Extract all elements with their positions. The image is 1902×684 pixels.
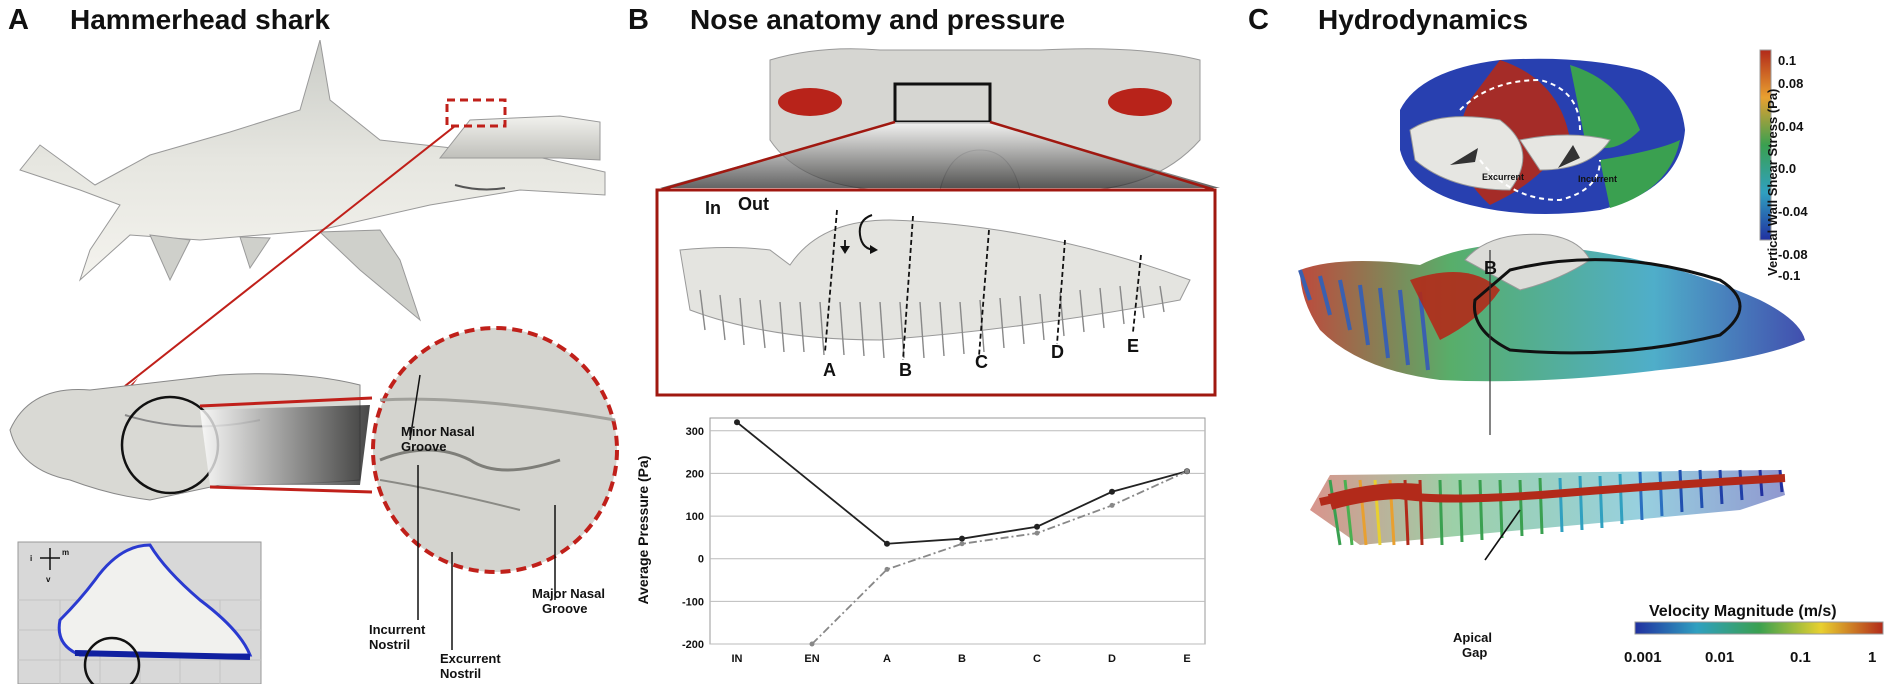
shear-tick-6: -0.1 xyxy=(1778,268,1801,283)
section-label-b: B xyxy=(899,360,912,380)
inset-axis-v: v xyxy=(46,575,51,584)
panel-c-letter: C xyxy=(1248,4,1269,36)
data-point xyxy=(1109,502,1115,508)
inset-axis-i: i xyxy=(30,554,33,563)
shear-tick-1: 0.08 xyxy=(1778,76,1804,91)
velocity-colorbar-title: Velocity Magnitude (m/s) xyxy=(1649,603,1837,620)
data-point xyxy=(959,541,965,547)
data-point xyxy=(809,641,815,647)
data-point xyxy=(734,419,740,426)
section-label-e: E xyxy=(1127,336,1140,356)
apical-gap-label-2: Gap xyxy=(1462,645,1488,660)
velocity-magnitude-view xyxy=(1310,469,1786,561)
panel-c-figure xyxy=(1298,49,1884,635)
excurrent-label-2: Nostril xyxy=(440,666,482,681)
zoom-line-head xyxy=(124,125,456,387)
minor-groove-label-2: Groove xyxy=(401,439,447,454)
data-point xyxy=(884,566,890,572)
panel-b-nose-figure xyxy=(655,48,1220,397)
panel-a-title: Hammerhead shark xyxy=(70,4,330,35)
data-point xyxy=(884,540,890,547)
incurrent-flow-label: Incurrent xyxy=(1578,174,1618,184)
incurrent-label-2: Nostril xyxy=(369,637,411,652)
x-tick-label: EN xyxy=(804,653,819,665)
hammerhead-shark-illustration xyxy=(19,40,606,322)
shear-tick-5: -0.08 xyxy=(1778,247,1808,262)
y-tick-label: 100 xyxy=(686,511,704,523)
magnified-nostril-circle xyxy=(371,326,619,650)
x-tick-label: C xyxy=(1033,653,1041,665)
excurrent-flow-label: Excurrent xyxy=(1482,172,1525,182)
section-b-marker: B xyxy=(1484,258,1497,278)
cfd-mesh-inset xyxy=(17,541,262,684)
minor-groove-label-1: Minor Nasal xyxy=(401,424,475,439)
shear-tick-2: 0.04 xyxy=(1778,119,1804,134)
zoomed-head-illustration xyxy=(9,373,373,501)
velocity-tick-3: 1 xyxy=(1868,649,1877,666)
x-tick-label: E xyxy=(1183,653,1190,665)
inset-axis-m: m xyxy=(62,548,70,557)
section-label-a: A xyxy=(823,360,836,380)
x-tick-label: A xyxy=(883,653,891,665)
chart-plot-area xyxy=(709,417,1206,645)
x-tick-label: IN xyxy=(732,653,743,665)
section-label-d: D xyxy=(1051,342,1064,362)
x-tick-label: D xyxy=(1108,653,1116,665)
nose-highlight-box xyxy=(445,98,507,128)
flow-streamline-view xyxy=(1298,233,1805,435)
apical-gap-label-1: Apical xyxy=(1453,630,1493,645)
velocity-tick-2: 0.1 xyxy=(1790,649,1811,666)
shear-colorbar xyxy=(1759,49,1772,241)
wall-shear-stress-view xyxy=(1400,58,1685,214)
y-tick-label: 200 xyxy=(686,468,704,480)
major-groove-label-1: Major Nasal xyxy=(532,586,605,601)
y-tick-label: 300 xyxy=(686,426,704,438)
panel-b-title: Nose anatomy and pressure xyxy=(690,4,1066,35)
shear-tick-3: 0.0 xyxy=(1778,161,1797,176)
chart-y-axis-label: Average Pressure (Pa) xyxy=(635,456,651,605)
major-groove-label-2: Groove xyxy=(542,601,588,616)
panel-c-title: Hydrodynamics xyxy=(1318,4,1529,35)
shear-tick-0: 0.1 xyxy=(1778,53,1797,68)
series-line-0 xyxy=(736,421,1188,545)
shear-tick-4: -0.04 xyxy=(1778,204,1808,219)
flow-out-label: Out xyxy=(738,194,769,214)
data-point xyxy=(959,535,965,542)
data-point xyxy=(1109,488,1115,495)
velocity-tick-1: 0.01 xyxy=(1705,649,1735,666)
section-label-c: C xyxy=(975,352,988,372)
series-line-1 xyxy=(811,470,1188,645)
flow-in-label: In xyxy=(705,198,721,218)
velocity-colorbar xyxy=(1634,621,1884,635)
pressure-chart: 300 200 100 0 -100 -200 IN EN A B C D E Average Pre… xyxy=(635,417,1206,665)
data-point xyxy=(1034,530,1040,536)
panel-a-figure xyxy=(9,40,619,684)
velocity-tick-0: 0.001 xyxy=(1624,649,1662,666)
y-tick-label: 0 xyxy=(698,554,704,566)
incurrent-label-1: Incurrent xyxy=(369,622,426,637)
x-tick-label: B xyxy=(958,653,966,665)
panel-b-letter: B xyxy=(628,4,649,36)
olfactory-lamellae-3d xyxy=(679,209,1191,361)
data-point xyxy=(1184,468,1190,474)
y-tick-label: -100 xyxy=(682,596,704,608)
panel-a-letter: A xyxy=(8,4,29,36)
data-point xyxy=(1034,523,1040,530)
excurrent-label-1: Excurrent xyxy=(440,651,501,666)
y-tick-label: -200 xyxy=(682,639,704,651)
